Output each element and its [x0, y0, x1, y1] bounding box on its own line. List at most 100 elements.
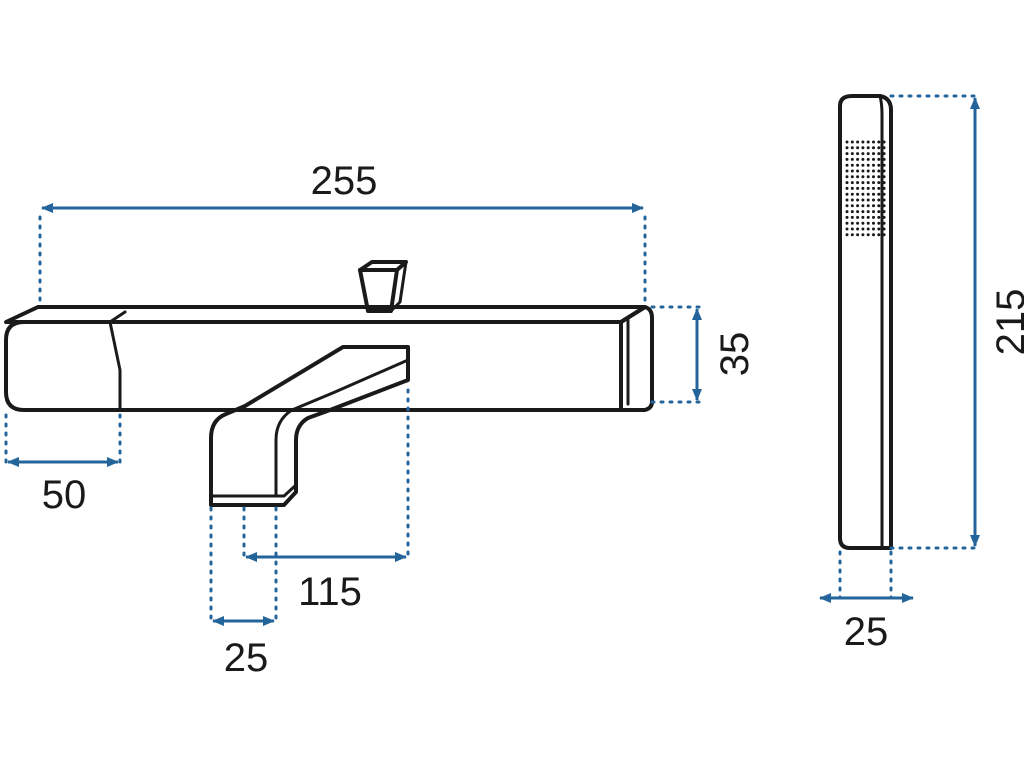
nozzle-dot: [882, 169, 886, 173]
nozzle-dot: [866, 204, 870, 208]
nozzle-dot: [877, 186, 881, 190]
nozzle-dot: [866, 198, 870, 202]
nozzle-dot: [872, 152, 875, 156]
nozzle-dot: [850, 215, 854, 219]
nozzle-dot: [866, 140, 870, 144]
nozzle-dot: [856, 215, 860, 219]
diverter-knob-side: [389, 260, 408, 313]
nozzle-dot: [872, 233, 875, 237]
nozzle-dot: [861, 181, 865, 185]
nozzle-dot: [877, 169, 881, 173]
nozzle-dot: [877, 198, 881, 202]
nozzle-dot: [861, 169, 865, 173]
nozzle-dot: [861, 227, 865, 231]
nozzle-dot: [861, 221, 865, 225]
mixer-end-face: [619, 305, 654, 412]
nozzle-dot: [845, 157, 849, 161]
nozzle-dot: [866, 186, 870, 190]
nozzle-dot: [866, 181, 870, 185]
nozzle-dot: [882, 227, 886, 231]
nozzle-dot: [850, 198, 854, 202]
mixer-segment-split: [108, 310, 127, 412]
nozzle-dot: [856, 152, 860, 156]
nozzle-dot: [882, 221, 886, 225]
nozzle-dot: [882, 198, 886, 202]
label-spout-reach: 115: [298, 570, 362, 614]
nozzle-dot: [877, 163, 881, 167]
nozzle-dot: [866, 215, 870, 219]
dimension-labels: 255 35 50 115 25 215 25: [42, 159, 1024, 680]
nozzle-dot: [856, 192, 860, 196]
nozzle-dot: [850, 186, 854, 190]
nozzle-dot: [882, 186, 886, 190]
nozzle-dot: [856, 198, 860, 202]
nozzle-dot: [850, 152, 854, 156]
nozzle-dot: [872, 198, 875, 202]
nozzle-dot: [850, 169, 854, 173]
nozzle-dot: [882, 157, 886, 161]
nozzle-dot: [856, 233, 860, 237]
nozzle-dot: [866, 146, 870, 150]
nozzle-dot: [866, 163, 870, 167]
nozzle-dot: [877, 152, 881, 156]
nozzle-dot: [856, 169, 860, 173]
nozzle-dot: [882, 181, 886, 185]
nozzle-dot: [872, 140, 875, 144]
nozzle-dot: [866, 169, 870, 173]
nozzle-dot: [856, 181, 860, 185]
nozzle-dot: [866, 233, 870, 237]
nozzle-dot: [866, 152, 870, 156]
nozzle-dot: [850, 227, 854, 231]
spout-outlet-edge: [209, 483, 298, 498]
nozzle-dot: [850, 204, 854, 208]
nozzle-dot: [861, 210, 865, 214]
nozzle-dot: [872, 215, 875, 219]
nozzle-dot: [856, 163, 860, 167]
spout: [209, 345, 410, 507]
nozzle-dot: [861, 140, 865, 144]
nozzle-dot: [850, 140, 854, 144]
nozzle-dot: [856, 204, 860, 208]
nozzle-dot: [882, 163, 886, 167]
nozzle-dot: [882, 140, 886, 144]
nozzle-dot: [872, 157, 875, 161]
nozzle-dot: [845, 181, 849, 185]
label-end-segment: 50: [42, 473, 87, 517]
nozzle-dot: [850, 192, 854, 196]
hand-shower-outline: [838, 94, 893, 550]
nozzle-dot: [861, 215, 865, 219]
spout-outline: [209, 345, 410, 507]
nozzle-dot: [845, 169, 849, 173]
nozzle-dot: [882, 204, 886, 208]
nozzle-dot: [856, 210, 860, 214]
nozzle-dot: [877, 221, 881, 225]
nozzle-dot: [845, 192, 849, 196]
nozzle-dot: [872, 175, 875, 179]
nozzle-dot: [882, 152, 886, 156]
nozzle-dot: [861, 204, 865, 208]
nozzle-dot: [877, 192, 881, 196]
nozzle-dot: [861, 186, 865, 190]
nozzle-dot: [845, 175, 849, 179]
nozzle-dot: [850, 175, 854, 179]
nozzle-dot: [845, 163, 849, 167]
nozzle-dot: [872, 186, 875, 190]
nozzle-dot: [877, 233, 881, 237]
nozzle-dot: [866, 175, 870, 179]
nozzle-dot: [861, 198, 865, 202]
mixer-top-face: [4, 305, 647, 324]
nozzle-dot: [850, 146, 854, 150]
nozzle-dot: [845, 233, 849, 237]
nozzle-dot: [877, 215, 881, 219]
nozzle-dot: [856, 140, 860, 144]
nozzle-dot: [856, 221, 860, 225]
nozzle-dot: [866, 157, 870, 161]
nozzle-dot: [845, 210, 849, 214]
hand-shower-edge: [878, 94, 884, 550]
nozzle-dot: [856, 175, 860, 179]
nozzle-dot: [845, 215, 849, 219]
mixer-body: [4, 305, 654, 412]
nozzle-dot: [850, 181, 854, 185]
nozzle-dot: [877, 140, 881, 144]
